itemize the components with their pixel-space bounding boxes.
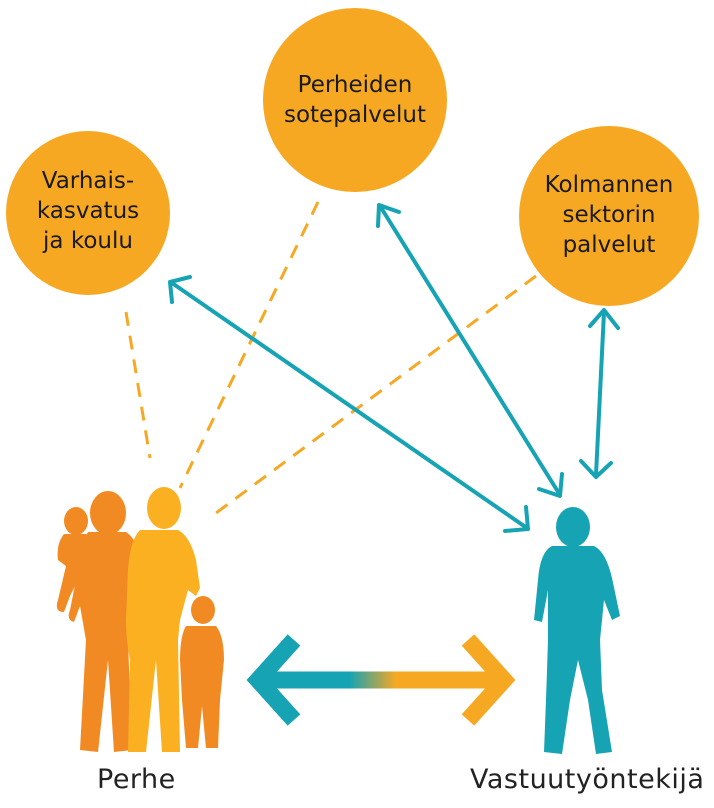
worker-figure	[534, 507, 620, 754]
arrow-worker-early-education	[168, 275, 530, 533]
parent-with-child-figure	[56, 491, 140, 752]
node-family-services: Perheiden sotepalvelut	[263, 8, 447, 192]
dashed-line-early-education	[124, 311, 152, 459]
node-family-services-line1: Perheiden	[298, 72, 413, 98]
node-early-education: Varhais- kasvatus ja koulu	[6, 131, 170, 295]
worker-label: Vastuutyöntekijä	[470, 764, 705, 795]
node-third-sector: Kolmannen sektorin palvelut	[519, 126, 699, 306]
child-figure	[180, 596, 224, 748]
node-third-sector-line1: Kolmannen	[545, 172, 674, 198]
family-worker-arrow	[246, 634, 516, 726]
node-family-services-line2: sotepalvelut	[284, 102, 426, 128]
dashed-line-family-services	[178, 201, 320, 489]
dashed-line-third-sector	[211, 274, 537, 518]
node-third-sector-line2: sektorin	[563, 202, 656, 228]
arrow-worker-family-services	[376, 203, 564, 498]
node-early-education-line3: ja koulu	[42, 228, 133, 254]
arrow-worker-third-sector	[579, 308, 620, 479]
family-label: Perhe	[97, 764, 176, 795]
parent-figure	[126, 487, 200, 752]
family-figure	[56, 487, 224, 752]
teal-connections	[168, 203, 620, 533]
node-early-education-line2: kasvatus	[37, 198, 139, 224]
node-third-sector-line3: palvelut	[563, 232, 656, 258]
node-early-education-line1: Varhais-	[42, 168, 134, 194]
dashed-connections	[124, 201, 537, 518]
